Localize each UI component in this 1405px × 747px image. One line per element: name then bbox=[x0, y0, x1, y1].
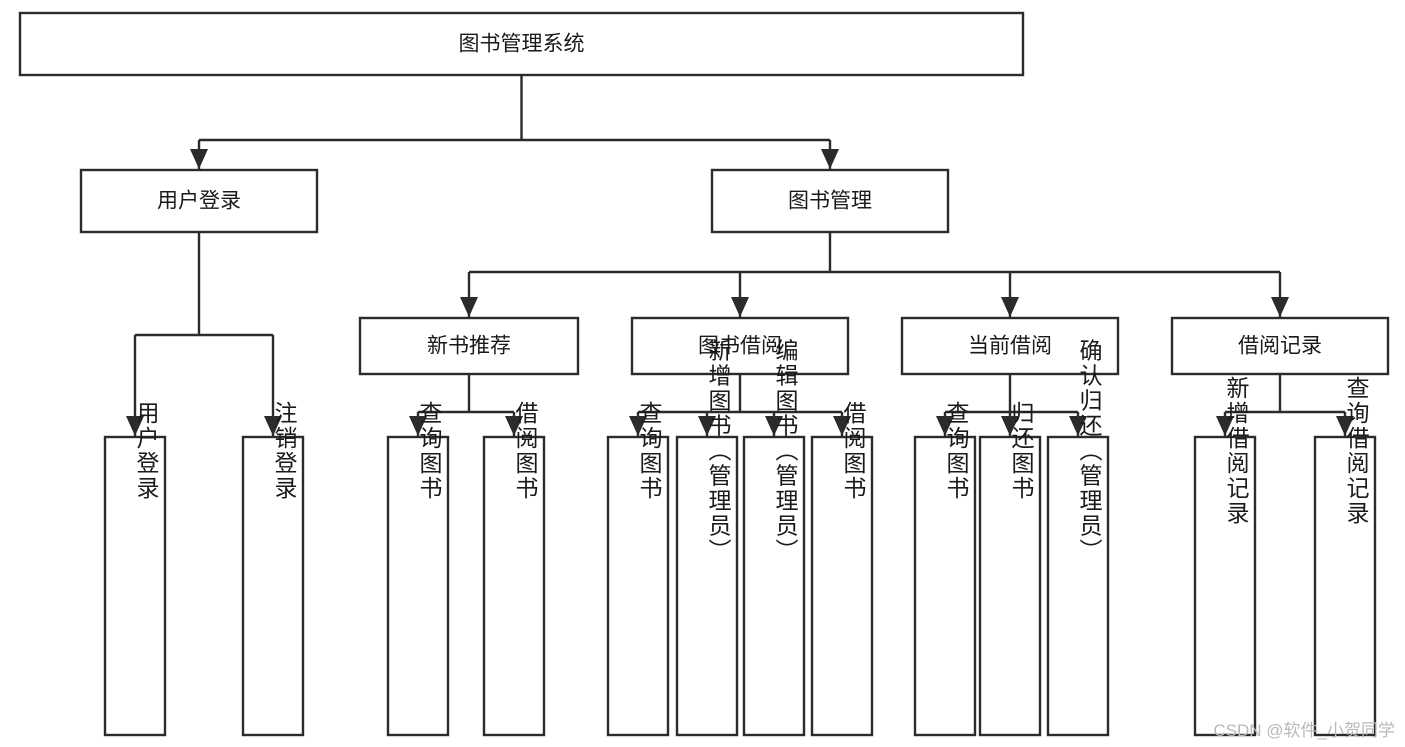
node-box-leaf-query-book-3 bbox=[913, 435, 977, 737]
node-leaf-query-book-3[interactable]: 查询图书 bbox=[913, 401, 977, 737]
arrow-head-icon bbox=[460, 297, 478, 317]
node-label-leaf-return-book: 归还图书 bbox=[1008, 401, 1035, 501]
node-box-leaf-user-login bbox=[103, 435, 167, 737]
arrow-head-icon bbox=[1001, 297, 1019, 317]
node-box-borrow-record bbox=[1170, 316, 1390, 376]
node-leaf-query-record[interactable]: 查询借阅记录 bbox=[1313, 376, 1377, 737]
node-root[interactable]: 图书管理系统 bbox=[18, 11, 1025, 77]
arrow-head-icon bbox=[698, 416, 716, 436]
node-box-leaf-logout bbox=[241, 435, 305, 737]
node-label-leaf-borrow-book-2: 借阅图书 bbox=[840, 401, 867, 501]
node-new-book-recommend[interactable]: 新书推荐 bbox=[358, 316, 580, 376]
node-label-leaf-query-book-2: 查询图书 bbox=[636, 401, 663, 501]
node-label-leaf-add-book: 新增图书（管理员） bbox=[705, 339, 732, 564]
arrow-head-icon bbox=[1001, 416, 1019, 436]
node-leaf-logout[interactable]: 注销登录 bbox=[241, 401, 305, 737]
node-label-leaf-query-book-3: 查询图书 bbox=[943, 401, 970, 501]
node-leaf-borrow-book-1[interactable]: 借阅图书 bbox=[482, 401, 546, 737]
node-box-user-login bbox=[79, 168, 319, 234]
arrow-head-icon bbox=[190, 149, 208, 169]
node-box-leaf-add-book bbox=[675, 435, 739, 737]
node-label-book-manage: 图书管理 bbox=[788, 190, 872, 213]
node-box-leaf-borrow-book-1 bbox=[482, 435, 546, 737]
node-box-book-borrow bbox=[630, 316, 850, 376]
arrow-head-icon bbox=[409, 416, 427, 436]
node-label-leaf-add-record: 新增借阅记录 bbox=[1223, 376, 1250, 526]
arrow-head-icon bbox=[936, 416, 954, 436]
node-current-borrow[interactable]: 当前借阅 bbox=[900, 316, 1120, 376]
node-leaf-query-book-2[interactable]: 查询图书 bbox=[606, 401, 670, 737]
arrow-head-icon bbox=[833, 416, 851, 436]
node-leaf-edit-book[interactable]: 编辑图书（管理员） bbox=[742, 339, 806, 737]
node-label-leaf-confirm-return: 确认归还（管理员） bbox=[1076, 339, 1103, 564]
node-box-leaf-edit-book bbox=[742, 435, 806, 737]
node-label-user-login: 用户登录 bbox=[157, 190, 241, 213]
arrow-head-icon bbox=[1271, 297, 1289, 317]
arrow-head-icon bbox=[1336, 416, 1354, 436]
node-label-leaf-query-record: 查询借阅记录 bbox=[1343, 376, 1370, 526]
node-label-current-borrow: 当前借阅 bbox=[968, 335, 1052, 358]
connectors-layer bbox=[126, 75, 1354, 436]
arrow-head-icon bbox=[264, 416, 282, 436]
node-label-leaf-user-login: 用户登录 bbox=[133, 401, 160, 501]
node-box-leaf-query-record bbox=[1313, 435, 1377, 737]
node-label-leaf-borrow-book-1: 借阅图书 bbox=[512, 401, 539, 501]
arrow-head-icon bbox=[126, 416, 144, 436]
node-borrow-record[interactable]: 借阅记录 bbox=[1170, 316, 1390, 376]
node-leaf-confirm-return[interactable]: 确认归还（管理员） bbox=[1046, 339, 1110, 737]
node-box-leaf-return-book bbox=[978, 435, 1042, 737]
node-label-leaf-edit-book: 编辑图书（管理员） bbox=[772, 339, 799, 564]
node-leaf-add-record[interactable]: 新增借阅记录 bbox=[1193, 376, 1257, 737]
node-label-root: 图书管理系统 bbox=[459, 33, 585, 56]
node-leaf-user-login[interactable]: 用户登录 bbox=[103, 401, 167, 737]
node-box-new-book-recommend bbox=[358, 316, 580, 376]
node-user-login[interactable]: 用户登录 bbox=[79, 168, 319, 234]
arrow-head-icon bbox=[505, 416, 523, 436]
node-label-book-borrow: 图书借阅 bbox=[698, 335, 782, 358]
node-leaf-borrow-book-2[interactable]: 借阅图书 bbox=[810, 401, 874, 737]
node-book-manage[interactable]: 图书管理 bbox=[710, 168, 950, 234]
arrow-head-icon bbox=[1216, 416, 1234, 436]
node-box-leaf-confirm-return bbox=[1046, 435, 1110, 737]
watermark-label: CSDN @软件_小贺同学 bbox=[1213, 721, 1395, 740]
arrow-head-icon bbox=[1069, 416, 1087, 436]
arrow-head-icon bbox=[629, 416, 647, 436]
node-box-leaf-borrow-book-2 bbox=[810, 435, 874, 737]
node-label-borrow-record: 借阅记录 bbox=[1238, 335, 1322, 358]
arrow-head-icon bbox=[821, 149, 839, 169]
node-book-borrow[interactable]: 图书借阅 bbox=[630, 316, 850, 376]
node-leaf-add-book[interactable]: 新增图书（管理员） bbox=[675, 339, 739, 737]
node-box-leaf-query-book-2 bbox=[606, 435, 670, 737]
arrow-head-icon bbox=[731, 297, 749, 317]
node-leaf-return-book[interactable]: 归还图书 bbox=[978, 401, 1042, 737]
node-box-book-manage bbox=[710, 168, 950, 234]
arrow-head-icon bbox=[765, 416, 783, 436]
node-label-new-book-recommend: 新书推荐 bbox=[427, 335, 511, 358]
node-box-leaf-query-book-1 bbox=[386, 435, 450, 737]
node-box-current-borrow bbox=[900, 316, 1120, 376]
node-box-root bbox=[18, 11, 1025, 77]
node-label-leaf-logout: 注销登录 bbox=[271, 401, 298, 501]
node-label-leaf-query-book-1: 查询图书 bbox=[416, 401, 443, 501]
nodes-layer: 图书管理系统用户登录图书管理新书推荐图书借阅当前借阅借阅记录用户登录注销登录查询… bbox=[18, 11, 1390, 737]
node-box-leaf-add-record bbox=[1193, 435, 1257, 737]
node-leaf-query-book-1[interactable]: 查询图书 bbox=[386, 401, 450, 737]
